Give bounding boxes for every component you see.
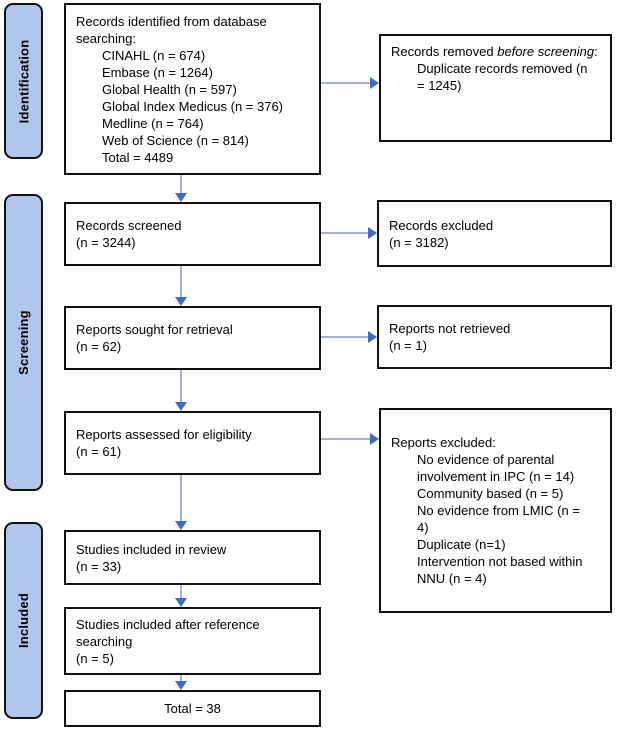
reports-not-retrieved-title: Reports not retrieved [389,321,511,336]
database-item: Global Health (n = 597) [102,81,237,97]
arrow-line-assessed-to-included [180,475,182,521]
reports-excluded-item: Duplicate (n=1) [417,537,506,552]
box-total: Total = 38 [64,690,321,727]
records-removed-title-prefix: Records removed [391,44,498,59]
arrow-head-down-icon [175,297,187,306]
stage-identification-label: Identification [16,39,32,123]
reports-excluded-item: Community based (n = 5) [417,486,564,501]
arrow-head-down-icon [175,193,187,202]
reports-excluded-item: No evidence from LMIC (n = 4) [417,503,580,535]
studies-included-reference-title: Studies included after reference searchi… [76,616,260,649]
arrow-line-identified-to-removed [321,82,370,84]
arrow-line-sought-to-not-retrieved [321,336,368,338]
box-records-identified: Records identified from database searchi… [64,3,321,175]
database-item: Web of Science (n = 814) [102,132,249,148]
reports-sought-count: (n = 62) [76,339,122,354]
reports-assessed-title: Reports assessed for eligibility [76,427,252,442]
studies-included-review-count: (n = 33) [76,558,122,574]
arrow-line-identified-to-screened [180,175,182,193]
arrow-head-down-icon [175,402,187,411]
arrow-head-down-icon [175,681,187,690]
arrow-head-right-icon [368,227,377,239]
records-removed-item: Duplicate records removed (n = 1245) [417,61,588,93]
arrow-line-screened-to-sought [180,266,182,297]
database-item: CINAHL (n = 674) [102,47,206,63]
reports-not-retrieved-count: (n = 1) [389,338,427,353]
arrow-line-sought-to-assessed [180,370,182,402]
box-records-excluded: Records excluded (n = 3182) [377,200,612,267]
records-identified-title: Records identified from database searchi… [76,13,267,46]
total-label: Total = 38 [164,701,221,716]
reports-sought-title: Reports sought for retrieval [76,322,233,337]
stage-screening-label: Screening [16,310,31,375]
records-excluded-title: Records excluded [389,217,494,233]
reports-excluded-title: Reports excluded: [391,435,496,450]
database-item: Embase (n = 1264) [102,64,213,80]
box-reports-assessed: Reports assessed for eligibility (n = 61… [64,411,321,475]
records-screened-title: Records screened [76,218,182,233]
records-excluded-count: (n = 3182) [389,234,449,250]
box-reports-excluded: Reports excluded: No evidence of parenta… [379,408,612,613]
studies-included-reference-count: (n = 5) [76,650,114,666]
database-item: Medline (n = 764) [102,115,204,131]
arrow-line-screened-to-excluded [321,232,368,234]
arrow-head-right-icon [368,331,377,343]
arrow-line-reference-to-total [180,675,182,681]
box-reports-sought: Reports sought for retrieval (n = 62) [64,306,321,370]
records-removed-title-italic: before screening [497,44,595,59]
arrow-head-down-icon [175,521,187,530]
studies-included-review-title: Studies included in review [76,541,227,557]
arrow-head-down-icon [175,598,187,607]
records-removed-title: Records removed before screening: [391,43,600,60]
box-studies-included-reference: Studies included after reference searchi… [64,607,321,675]
box-reports-not-retrieved: Reports not retrieved (n = 1) [377,305,612,369]
arrow-head-right-icon [370,433,379,445]
reports-excluded-item: No evidence of parental involvement in I… [417,452,575,484]
stage-included-label: Included [16,592,31,649]
stage-identification: Identification [4,3,43,159]
records-removed-title-suffix: : [594,44,598,59]
box-records-screened: Records screened (n = 3244) [64,202,321,266]
arrow-line-review-to-reference [180,585,182,598]
arrow-head-right-icon [370,77,379,89]
reports-assessed-count: (n = 61) [76,444,122,459]
stage-screening: Screening [4,194,43,491]
stage-included: Included [4,522,43,719]
reports-excluded-item: Intervention not based within NNU (n = 4… [417,554,583,586]
box-studies-included-review: Studies included in review (n = 33) [64,530,321,585]
arrow-line-assessed-to-reports-excluded [321,438,370,440]
records-screened-count: (n = 3244) [76,235,136,250]
box-records-removed: Records removed before screening: Duplic… [379,34,612,142]
database-total: Total = 4489 [102,149,174,165]
database-item: Global Index Medicus (n = 376) [102,98,284,114]
